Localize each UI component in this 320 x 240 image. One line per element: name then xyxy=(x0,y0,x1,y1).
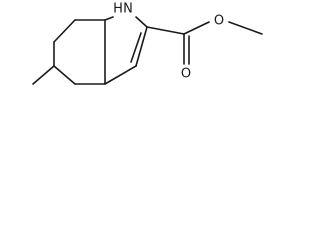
bond-c7a-n1 xyxy=(104,16,114,21)
bond-c6-c7 xyxy=(53,19,76,43)
chemical-structure-diagram: H N O O xyxy=(32,2,263,85)
bond-c4-c5 xyxy=(53,65,76,85)
atom-label-nh-h: H xyxy=(113,2,123,17)
atom-labels-group: H N O O xyxy=(113,2,224,82)
bond-n1-c2 xyxy=(135,16,148,28)
bond-ester-o-methyl xyxy=(228,21,263,35)
bond-carbonyl-ester-o xyxy=(183,21,210,35)
bond-c2-carbonyl xyxy=(146,26,185,35)
bond-c5-methyl xyxy=(32,65,55,85)
bond-c2-c3-inner xyxy=(130,32,142,63)
bond-c2-c3 xyxy=(135,26,148,67)
atom-label-carbonyl-oxygen: O xyxy=(181,67,191,82)
bond-c3-c3a xyxy=(104,65,137,85)
atom-label-ester-oxygen: O xyxy=(214,14,224,29)
bonds-group xyxy=(32,16,263,85)
atom-label-nh-n: N xyxy=(123,2,133,17)
